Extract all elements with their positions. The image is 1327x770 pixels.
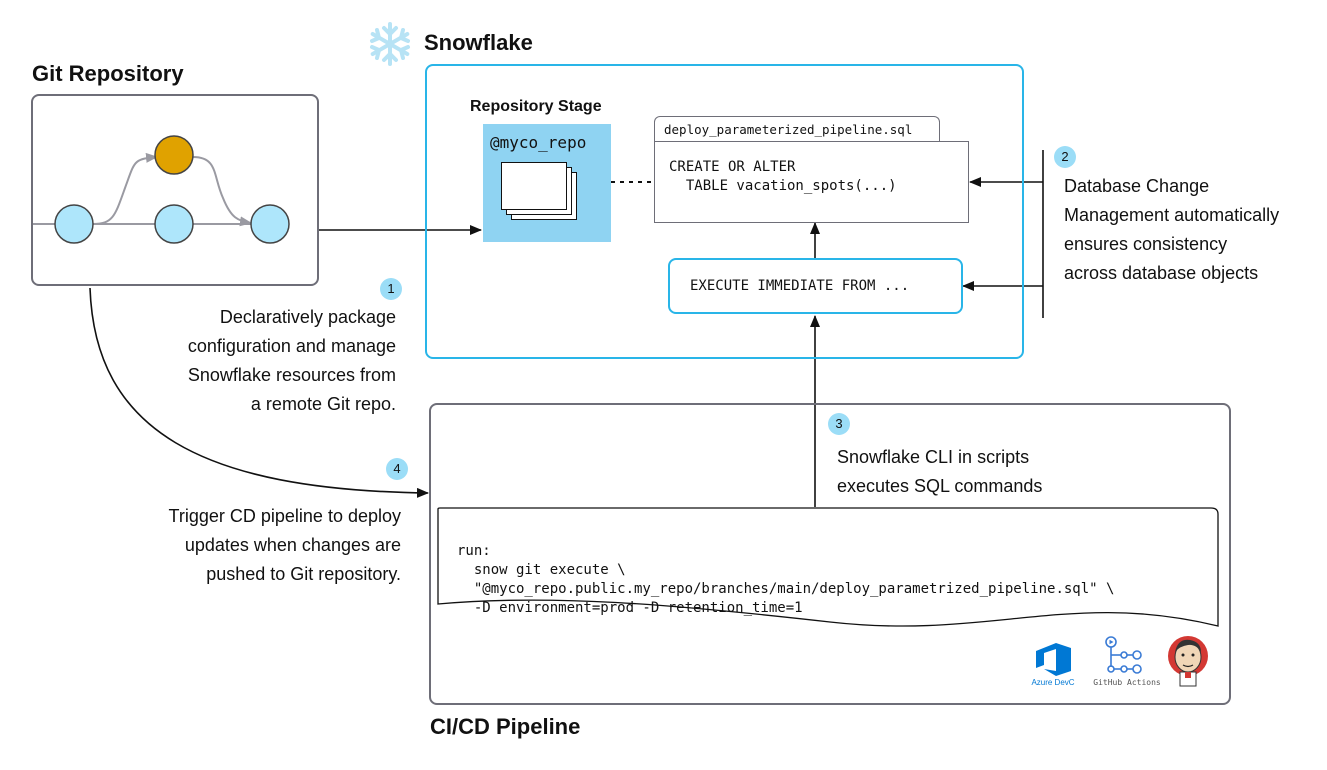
arrow-git-to-pipeline — [89, 287, 429, 498]
annotation-line: pushed to Git repository. — [206, 564, 401, 584]
step-badge-4: 4 — [386, 458, 408, 480]
annotation-1-text: Declaratively package configuration and … — [120, 303, 396, 419]
cicd-panel — [429, 403, 1231, 705]
annotation-line: executes SQL commands — [837, 476, 1043, 496]
pipeline-script-shape — [437, 507, 1219, 627]
script-line: -D environment=prod -D retention_time=1 — [457, 600, 803, 616]
stage-name: @myco_repo — [490, 133, 587, 152]
pipeline-script: run: snow git execute \ "@myco_repo.publ… — [457, 523, 1114, 618]
cicd-title: CI/CD Pipeline — [430, 714, 581, 739]
annotation-line: Database Change — [1064, 176, 1210, 196]
snowflake-panel — [425, 64, 1024, 359]
snowflake-title: Snowflake — [424, 30, 533, 55]
annotation-line: a remote Git repo. — [250, 394, 396, 414]
commit-node — [54, 204, 94, 244]
annotation-line: Snowflake CLI in scripts — [837, 447, 1030, 467]
sql-file-body: CREATE OR ALTER TABLE vacation_spots(...… — [654, 141, 969, 223]
annotation-line: updates when changes are — [184, 535, 401, 555]
sql-line-2: TABLE vacation_spots(...) — [669, 178, 897, 194]
azure-devops-logo: Azure DevC — [1024, 636, 1082, 690]
branch-commit-node — [154, 135, 194, 175]
jenkins-icon — [1168, 636, 1208, 687]
stage-file-icon — [501, 162, 567, 210]
github-actions-logo: GitHub Actions — [1090, 633, 1164, 689]
step-badge-3: 3 — [828, 413, 850, 435]
annotation-line: configuration and manage — [187, 336, 396, 356]
sql-file-tab: deploy_parameterized_pipeline.sql — [654, 116, 940, 141]
sql-line-1: CREATE OR ALTER — [669, 159, 796, 175]
annotation-2-text: Database Change Management automatically… — [1064, 172, 1324, 288]
annotation-line: Snowflake resources from — [187, 365, 396, 385]
annotation-line: ensures consistency — [1064, 234, 1228, 254]
repository-stage-box: @myco_repo — [483, 124, 611, 242]
step-badge-2: 2 — [1054, 146, 1076, 168]
annotation-line: Management automatically — [1064, 205, 1280, 225]
github-actions-icon — [1105, 636, 1142, 674]
commit-node — [154, 204, 194, 244]
git-repository-panel — [31, 94, 319, 286]
annotation-3-text: Snowflake CLI in scripts executes SQL co… — [837, 443, 1097, 501]
annotation-line: Trigger CD pipeline to deploy — [168, 506, 401, 526]
azure-devops-label: Azure DevC — [1031, 678, 1075, 687]
script-line: run: — [457, 543, 491, 559]
snowflake-icon — [370, 22, 410, 66]
annotation-line: Declaratively package — [219, 307, 396, 327]
git-repository-title: Git Repository — [32, 61, 184, 86]
git-graph — [33, 135, 290, 244]
azure-devops-icon — [1036, 643, 1071, 676]
commit-node — [250, 204, 290, 244]
annotation-line: across database objects — [1064, 263, 1259, 283]
script-line: snow git execute \ — [457, 562, 626, 578]
repository-stage-title: Repository Stage — [470, 98, 602, 115]
step-badge-1: 1 — [380, 278, 402, 300]
script-line: "@myco_repo.public.my_repo/branches/main… — [457, 581, 1115, 597]
github-actions-label: GitHub Actions — [1093, 678, 1161, 687]
annotation-4-text: Trigger CD pipeline to deploy updates wh… — [100, 502, 401, 589]
execute-immediate-box: EXECUTE IMMEDIATE FROM ... — [668, 258, 963, 314]
